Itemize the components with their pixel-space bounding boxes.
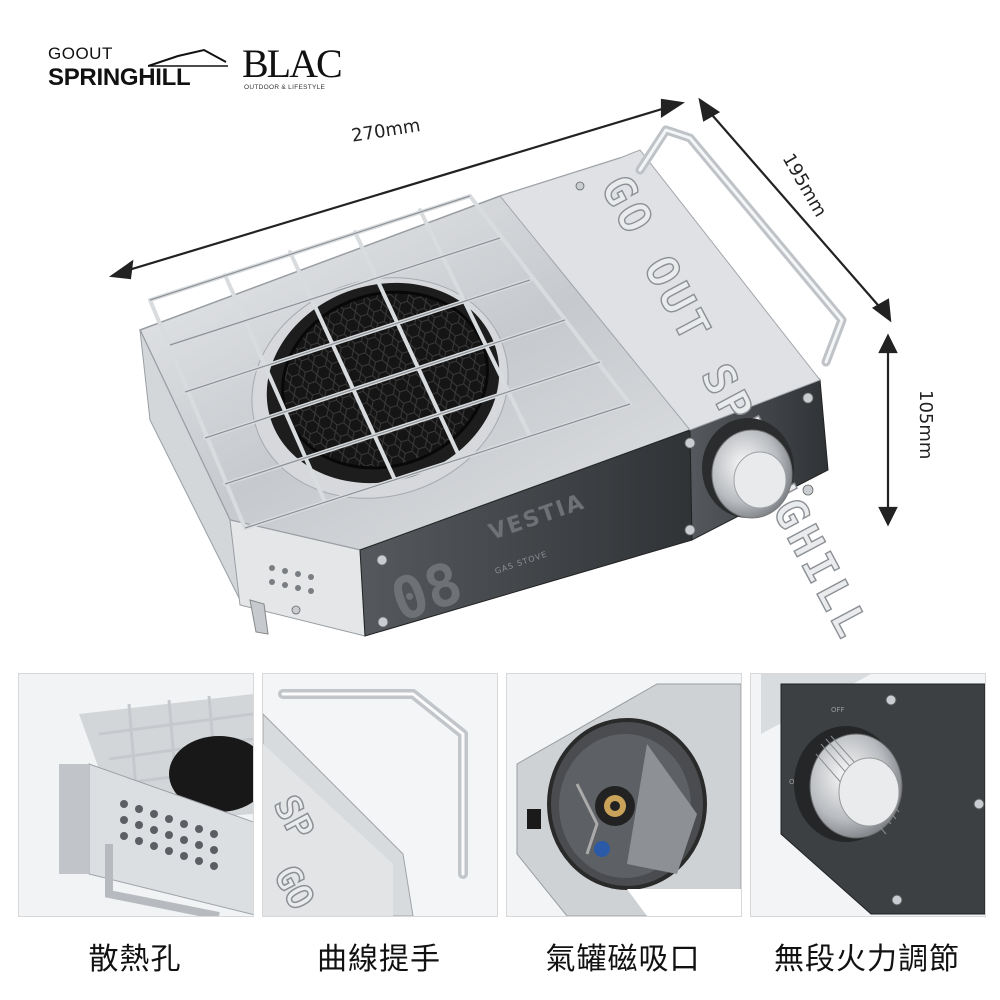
detail-magnetic-canister-port xyxy=(506,673,742,917)
brand-goout-text: GOOUT xyxy=(48,44,113,63)
brand-springhill-text: SPRINGHILL xyxy=(48,64,191,91)
flame-knob-icon: OFF ON xyxy=(751,674,985,916)
magnetic-canister-port-icon xyxy=(507,674,741,916)
stove-product-image: GO OUT SPRINGHILL 08 VESTIA GAS STOVE xyxy=(108,97,898,650)
knob-off-label: OFF xyxy=(831,706,845,714)
caption-flame-knob: 無段火力調節 xyxy=(774,942,960,977)
caption-magnetic-canister-port: 氣罐磁吸口 xyxy=(545,942,701,977)
depth-dimension-arrow xyxy=(698,97,892,323)
roof-icon xyxy=(148,48,228,67)
brand-blac-tagline: OUTDOOR & LIFESTYLE xyxy=(244,84,326,91)
caption-vent-holes: 散熱孔 xyxy=(88,942,182,977)
detail-vent-holes xyxy=(18,673,254,917)
brand-blac-logo: BLAC OUTDOOR & LIFESTYLE xyxy=(242,40,343,92)
caption-curved-handle: 曲線提手 xyxy=(317,942,441,977)
width-dimension-arrow xyxy=(108,98,686,280)
vent-holes-icon xyxy=(19,674,253,916)
curved-handle-icon: SP GO xyxy=(263,674,497,916)
height-dimension-arrow xyxy=(878,333,898,527)
brand-goout-springhill-logo: GOOUT SPRINGHILL xyxy=(48,44,228,94)
height-dimension-label: 105mm xyxy=(915,390,936,460)
detail-curved-handle: SP GO xyxy=(262,673,498,917)
detail-flame-knob: OFF ON xyxy=(750,673,986,917)
brand-blac-text: BLAC xyxy=(242,41,343,86)
